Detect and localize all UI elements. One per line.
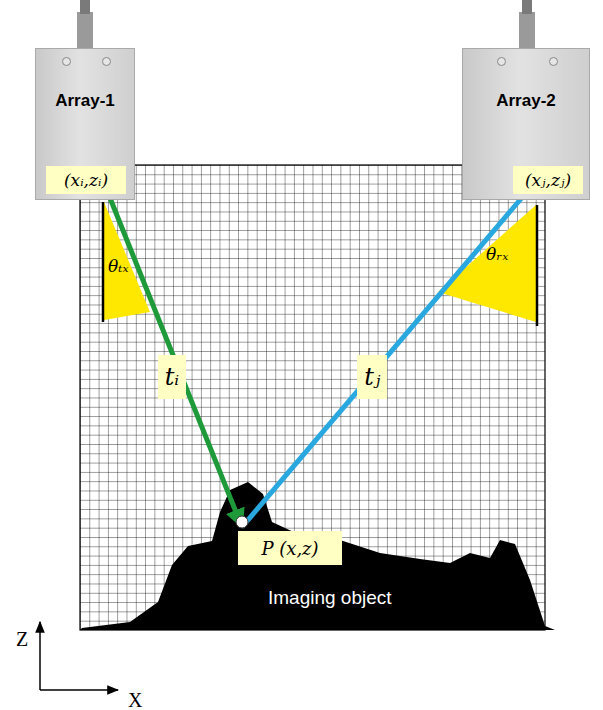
object-label: Imaging object [268,587,392,609]
reference-line [102,202,105,322]
array-connector [80,0,90,14]
coordinate-tag: (xᵢ,zᵢ) [46,166,126,194]
axis-label: Z [16,628,28,651]
transmit-angle-wedge [104,202,150,320]
imaging-object [80,482,555,630]
array-name: Array-1 [36,91,134,111]
coordinate-tag: (xⱼ,zⱼ) [513,166,583,194]
screw [497,57,506,66]
x-axis [40,689,118,691]
axis-label: X [128,689,142,710]
reference-line [536,205,539,326]
target-point [236,516,248,528]
z-axis [39,622,41,690]
array-connector [522,0,532,14]
signal-path [108,194,242,527]
angle-label: θₜₓ [108,256,128,276]
coordinate-label: P (x,z) [261,538,318,559]
coordinate-label: (xᵢ,zᵢ) [64,170,108,190]
coordinate-label: (xⱼ,zⱼ) [525,170,571,190]
array-connector [519,12,535,50]
screw [549,57,558,66]
array-housing: Array-1 (xᵢ,zᵢ) [35,48,135,200]
point-tag: P (x,z) [238,531,342,565]
signal-path [242,194,525,527]
angle-label: θᵣₓ [486,244,508,264]
array-name: Array-2 [463,91,589,111]
array-connector [77,12,93,50]
screw [62,57,71,66]
travel-time-label: tⱼ [357,355,387,399]
screw [102,57,111,66]
array-housing: Array-2 (xⱼ,zⱼ) [462,48,590,200]
receive-angle-wedge [438,205,536,322]
travel-time-label: tᵢ [158,355,186,399]
